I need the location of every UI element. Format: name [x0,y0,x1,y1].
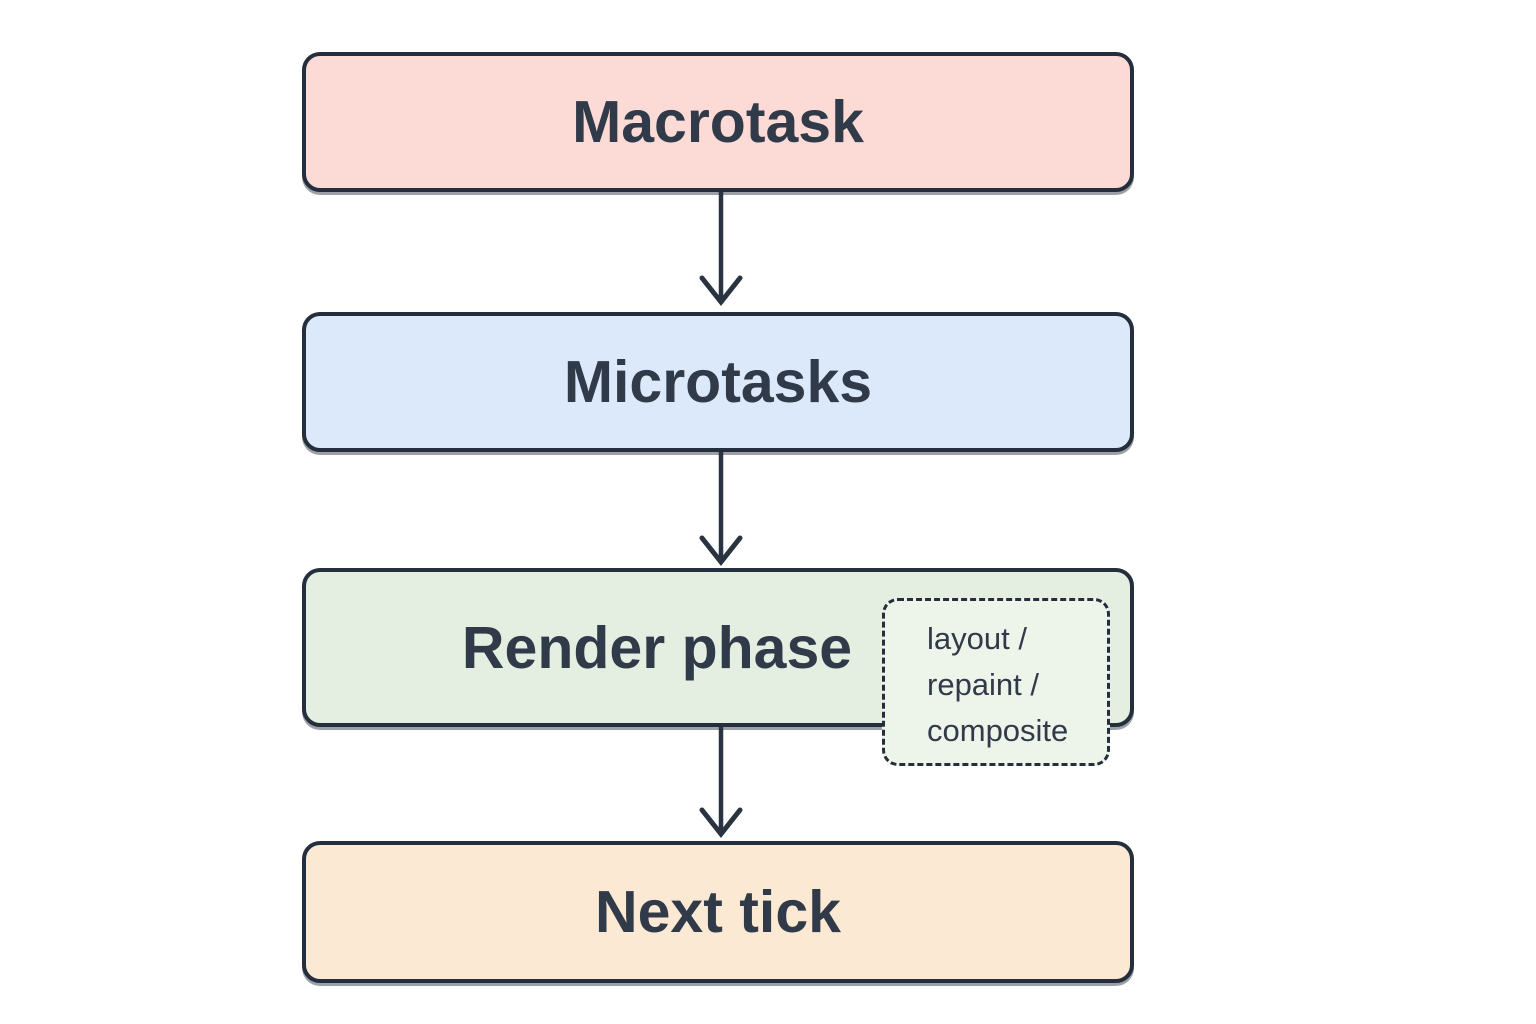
arrow-microtasks-to-render-phase [699,452,743,567]
node-macrotask: Macrotask [302,52,1134,192]
arrow-macrotask-to-microtasks [699,192,743,307]
node-next-tick-label: Next tick [595,879,841,945]
note-line: composite [927,713,1069,748]
render-phase-note: layout / repaint / composite [882,598,1110,766]
node-render-phase-label: Render phase [461,614,853,681]
node-render-phase-label-area: Render phase [306,572,1008,723]
node-next-tick: Next tick [302,841,1134,983]
node-microtasks-label: Microtasks [563,349,873,415]
node-render-phase: Render phase layout / repaint / composit… [302,568,1134,766]
note-line: repaint / [927,667,1040,702]
note-line: layout / [927,621,1027,656]
node-microtasks: Microtasks [302,312,1134,452]
node-macrotask-label: Macrotask [572,89,864,155]
arrow-render-phase-to-next-tick [699,727,743,839]
